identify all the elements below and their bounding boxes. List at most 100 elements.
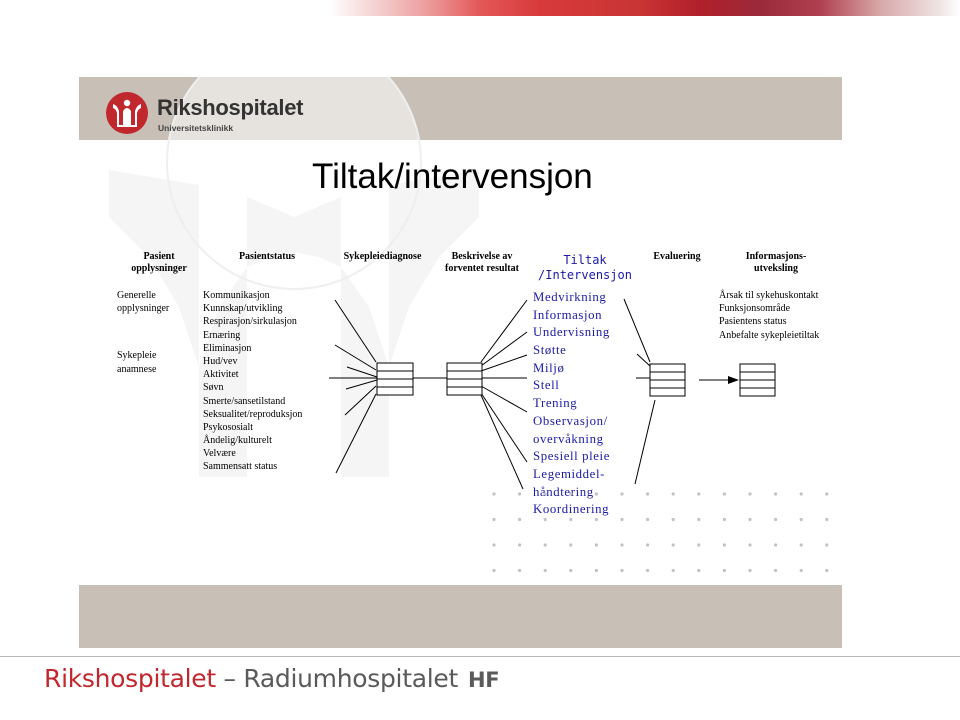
- list-item: Kunnskap/utvikling: [203, 303, 283, 315]
- list-item: Observasjon/: [533, 413, 608, 428]
- grid-dot: [671, 568, 675, 573]
- grid-dot: [748, 492, 752, 496]
- header-informasjonsutveksling: Informasjons- utveksling: [745, 251, 807, 274]
- grid-dot: [646, 568, 650, 573]
- list-item: Spesiell pleie: [533, 449, 610, 464]
- grid-dot: [492, 568, 496, 573]
- grid-dot: [774, 492, 778, 496]
- grid-dot: [594, 492, 599, 496]
- grid-dot: [722, 543, 727, 547]
- rikshospitalet-emblem-icon: [106, 92, 148, 134]
- grid-dot: [697, 568, 701, 573]
- grid-dot: [543, 492, 547, 496]
- grid-dot: [620, 492, 624, 496]
- list-item: Kommunikasjon: [203, 290, 270, 301]
- grid-dot: [825, 517, 829, 522]
- grid-dot: [825, 492, 829, 496]
- header-beskrivelse: Beskrivelse av forventet resultat: [445, 251, 519, 274]
- pasient-opplysninger-list: Generelle opplysninger Sykepleie anamnes…: [117, 289, 169, 376]
- list-item: Velvære: [203, 448, 236, 460]
- list-item: overvåkning: [533, 431, 604, 446]
- list-item: Eliminasjon: [203, 342, 252, 354]
- arrow-head-icon: [728, 376, 739, 384]
- list-item: Informasjon: [533, 307, 603, 322]
- footer-brand: Rikshospitalet – Radiumhospitalet HF: [44, 664, 500, 693]
- list-item: opplysninger: [117, 303, 170, 315]
- grid-dot: [646, 492, 650, 496]
- grid-dot: [671, 543, 675, 547]
- grid-dot: [620, 517, 624, 522]
- grid-dot: [569, 517, 573, 522]
- pasientstatus-list: Kommunikasjon Kunnskap/utvikling Respira…: [203, 289, 302, 474]
- grid-dot: [569, 543, 573, 547]
- slide-title: Tiltak/intervensjon: [312, 157, 593, 196]
- list-item: Årsak til sykehuskontakt: [719, 290, 819, 301]
- box-rows: [377, 370, 775, 389]
- logo-subtitle: Universitetsklinikk: [158, 123, 234, 133]
- grid-dot: [799, 492, 803, 496]
- grid-dot: [799, 517, 803, 522]
- header-sykepleiediagnose: Sykepleiediagnose: [343, 251, 422, 262]
- tiltak-list: Medvirkning Informasjon Undervisning Stø…: [533, 289, 610, 519]
- rikshospitalet-logo: Rikshospitalet Universitetsklinikk: [105, 91, 335, 141]
- grid-dot: [825, 543, 829, 547]
- grid-dot: [748, 517, 752, 522]
- list-item: Stell: [533, 378, 560, 393]
- slide: Rikshospitalet Universitetsklinikk Tilta…: [79, 77, 842, 648]
- footer-hf: HF: [467, 668, 500, 692]
- list-item: Sykepleie: [117, 350, 157, 362]
- grid-dot: [825, 568, 829, 573]
- grid-dot: [697, 492, 701, 496]
- informasjon-list: Årsak til sykehuskontakt Funksjonsområde…: [719, 289, 819, 342]
- list-item: Hud/vev: [203, 355, 238, 367]
- list-item: Koordinering: [533, 502, 610, 517]
- grid-dot: [722, 517, 727, 522]
- header-pasientstatus: Pasientstatus: [238, 251, 296, 262]
- list-item: Miljø: [533, 360, 565, 375]
- top-gradient-bar: [0, 0, 960, 16]
- footer-rikshospitalet: Rikshospitalet: [44, 664, 216, 693]
- grid-dot: [620, 543, 624, 547]
- grid-dot: [671, 492, 675, 496]
- list-item: Smerte/sansetilstand: [203, 395, 286, 407]
- grid-dot: [543, 543, 547, 547]
- grid-dot: [722, 568, 727, 573]
- process-diagram: [329, 298, 829, 573]
- list-item: Anbefalte sykepleietiltak: [719, 329, 820, 341]
- list-item: Støtte: [533, 343, 567, 358]
- grid-dot: [518, 492, 522, 496]
- grid-dot: [569, 492, 573, 496]
- footer-radiumhospitalet: Radiumhospitalet: [243, 664, 458, 693]
- grid-dot: [748, 543, 752, 547]
- logo-name: Rikshospitalet: [157, 95, 304, 120]
- header-tiltak: Tiltak /Intervensjon: [538, 253, 632, 282]
- slide-bottom-band: [79, 585, 842, 648]
- list-item: Seksualitet/reproduksjon: [203, 408, 303, 420]
- list-item: Aktivitet: [203, 369, 239, 381]
- grid-dot: [697, 543, 701, 547]
- grid-dot: [799, 543, 803, 547]
- list-item: Pasientens status: [719, 316, 787, 328]
- grid-dot: [492, 543, 496, 547]
- header-evaluering: Evaluering: [653, 251, 701, 262]
- footer-divider: [0, 656, 960, 657]
- grid-dot: [594, 543, 599, 547]
- list-item: Sammensatt status: [203, 461, 278, 473]
- grid-dot: [492, 517, 496, 522]
- grid-dot: [594, 568, 599, 573]
- list-item: Legemiddel-: [533, 466, 605, 481]
- footer-separator: –: [215, 664, 244, 693]
- list-item: håndtering: [533, 484, 594, 499]
- grid-dot: [518, 568, 522, 573]
- list-item: Ernæring: [203, 329, 241, 341]
- diagram-lines: [329, 298, 730, 490]
- list-item: Respirasjon/sirkulasjon: [203, 316, 297, 328]
- grid-dot: [671, 517, 675, 522]
- grid-dot: [799, 568, 803, 573]
- grid-dot: [722, 492, 727, 496]
- list-item: Åndelig/kulturelt: [203, 435, 272, 447]
- grid-dot: [492, 492, 496, 496]
- grid-dot: [543, 517, 547, 522]
- list-item: Søvn: [203, 382, 224, 394]
- grid-dot: [646, 517, 650, 522]
